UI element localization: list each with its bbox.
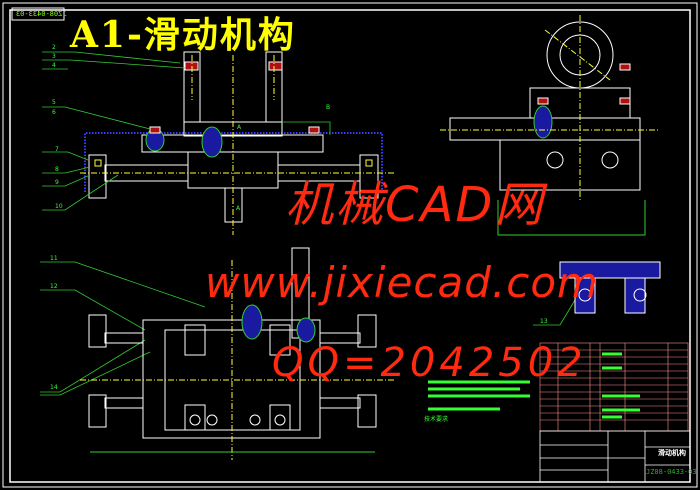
part-label: 12	[50, 283, 58, 290]
part-label: 5	[52, 99, 56, 106]
part-label: 13	[540, 318, 548, 325]
watermark-qq: QQ=2042502	[272, 340, 587, 386]
drawing-number-box	[11, 7, 65, 21]
top-view	[80, 247, 395, 460]
part-label: 2	[52, 44, 56, 51]
title-block-lower	[539, 430, 691, 483]
part-label: 10	[55, 203, 63, 210]
part-label: 8	[55, 166, 59, 173]
section-detail	[559, 261, 661, 314]
leader-lines	[40, 51, 576, 396]
side-view	[440, 15, 660, 236]
part-label: 11	[50, 255, 58, 262]
drawing-number-mirrored: JZ08-0433-03	[16, 10, 67, 18]
section-mark: A	[236, 205, 241, 212]
part-label: 3	[52, 53, 56, 60]
part-label: 7	[55, 146, 59, 153]
part-label: 9	[55, 179, 59, 186]
watermark-site-name: 机械CAD网	[285, 177, 545, 233]
inner-border	[9, 9, 691, 483]
drawing-number: JZ08-0433-03	[646, 468, 697, 476]
section-mark: A	[237, 124, 242, 131]
drawing-title: A1-滑动机构	[70, 14, 296, 56]
section-mark: B	[326, 104, 331, 111]
title-block-name: 滑动机构	[658, 449, 686, 457]
watermark-url: www.jixiecad.com	[205, 258, 599, 307]
front-view	[80, 51, 395, 235]
part-label: 6	[52, 109, 56, 116]
technical-notes-heading: 技术要求	[424, 416, 449, 423]
part-label: 14	[50, 384, 58, 391]
parts-list-text-blocks	[428, 352, 640, 419]
part-label: 4	[52, 62, 56, 69]
